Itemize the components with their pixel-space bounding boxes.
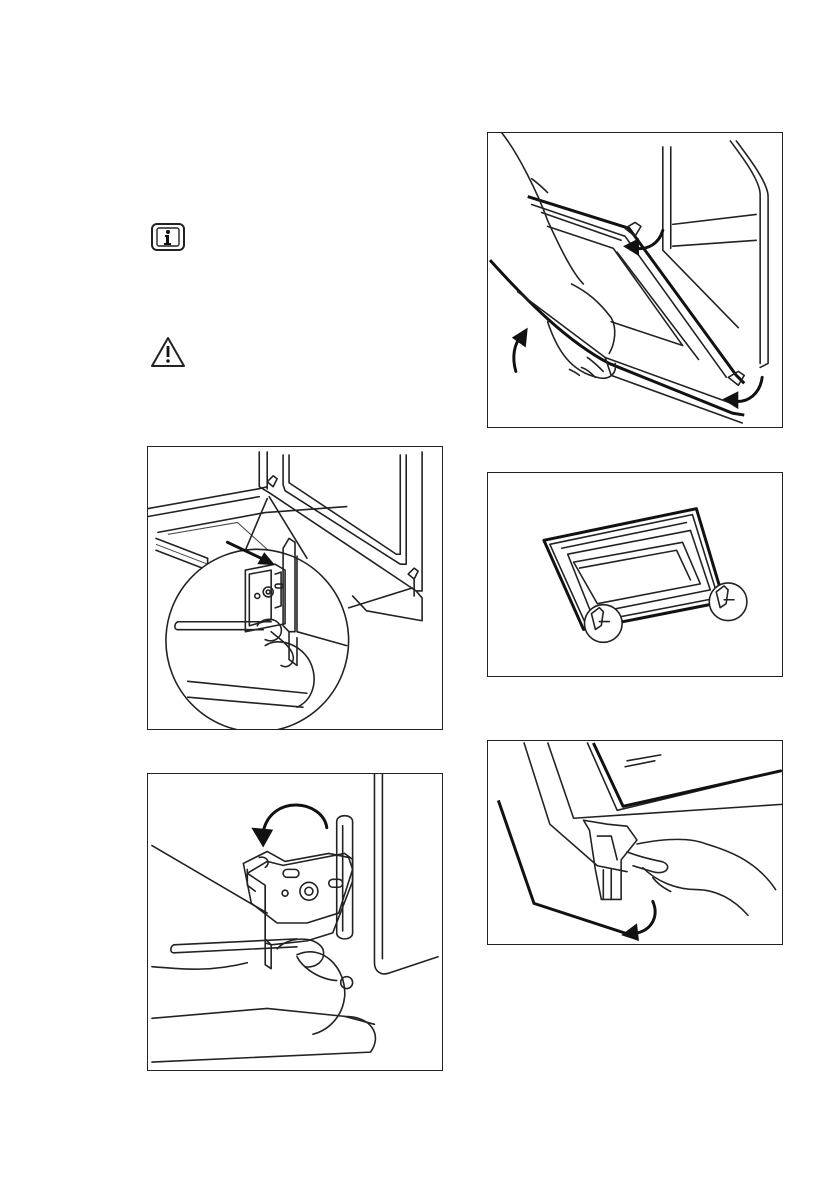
warning-icon — [149, 335, 187, 369]
illustration-door-on-surface — [487, 472, 783, 677]
info-icon — [150, 222, 186, 252]
illustration-hinge-lever-closeup — [147, 446, 443, 730]
illustration-hinge-lever-rotate — [147, 773, 443, 1071]
illustration-door-lift-off — [487, 132, 783, 428]
illustration-door-trim-release — [487, 740, 783, 945]
